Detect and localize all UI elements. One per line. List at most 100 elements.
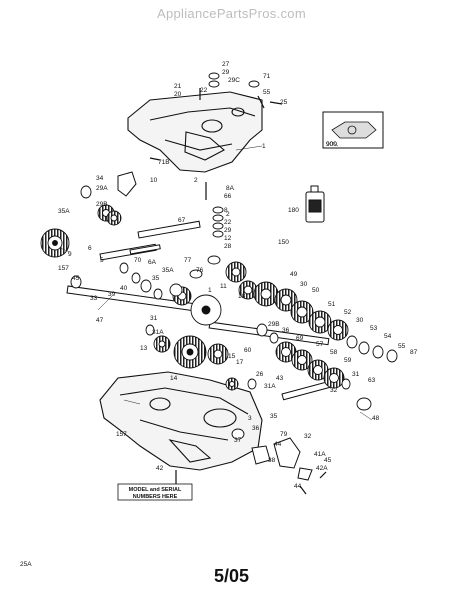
part-label-70: 70 — [134, 257, 142, 264]
part-label-60: 60 — [244, 347, 252, 354]
part-label-47: 47 — [96, 317, 104, 324]
part-label-5: 5 — [100, 257, 104, 264]
part-label-20: 20 — [174, 91, 182, 98]
part-label-10: 10 — [150, 177, 158, 184]
part-label-3: 3 — [248, 415, 252, 422]
part-label-34: 34 — [96, 175, 104, 182]
part-label-29: 29 — [224, 227, 232, 234]
part-label-8: 8 — [224, 207, 228, 214]
part-label-40: 40 — [120, 285, 128, 292]
part-label-900: 900 — [326, 141, 337, 148]
part-label-39: 39 — [108, 291, 116, 298]
part-label-25: 25 — [280, 99, 288, 106]
note-line-1: MODEL and SERIAL — [129, 487, 182, 493]
part-label-26: 26 — [256, 371, 264, 378]
part-label-35A: 35A — [58, 208, 70, 215]
inset-label: 900 — [326, 141, 337, 148]
part-label-6A: 6A — [148, 259, 157, 266]
part-label-29B: 29B — [268, 321, 280, 328]
part-label-49: 49 — [290, 271, 298, 278]
part-label-13: 13 — [140, 345, 148, 352]
part-label-79: 79 — [280, 431, 288, 438]
part-label-6: 6 — [88, 245, 92, 252]
part-label-30: 30 — [356, 317, 364, 324]
part-label-48: 48 — [372, 415, 380, 422]
part-label-27: 27 — [222, 61, 230, 68]
part-label-44: 44 — [294, 483, 302, 490]
part-label-11: 11 — [220, 283, 227, 290]
part-label-52: 52 — [344, 309, 352, 316]
part-label-180: 180 — [288, 207, 299, 214]
part-label-69: 69 — [296, 335, 304, 342]
part-label-31: 31 — [352, 371, 360, 378]
part-label-32: 32 — [304, 433, 312, 440]
part-label-44: 44 — [274, 441, 282, 448]
part-label-15: 15 — [228, 353, 236, 360]
part-label-150: 150 — [278, 239, 289, 246]
part-label-35: 35 — [152, 275, 160, 282]
part-label-22: 22 — [200, 87, 208, 94]
inset-assembly-box — [322, 111, 384, 149]
note-line-2: NUMBERS HERE — [133, 494, 178, 500]
part-label-55: 55 — [263, 89, 271, 96]
part-label-35: 35 — [270, 413, 278, 420]
oil-bottle — [305, 185, 325, 223]
lower-housing — [99, 371, 263, 471]
part-label-77: 77 — [184, 257, 192, 264]
part-label-63: 63 — [368, 377, 376, 384]
part-label-29A: 29A — [96, 185, 108, 192]
part-label-53: 53 — [370, 325, 378, 332]
watermark: AppliancePartsPros.com — [157, 6, 306, 21]
part-label-43: 43 — [276, 375, 284, 382]
part-label-51: 51 — [328, 301, 336, 308]
part-label-50: 50 — [312, 287, 320, 294]
part-label-42A: 42A — [316, 465, 328, 472]
part-label-157: 157 — [116, 431, 127, 438]
part-label-66: 66 — [224, 193, 232, 200]
part-label-25A: 25A — [20, 561, 32, 568]
part-label-67: 67 — [178, 217, 186, 224]
part-label-54: 54 — [384, 333, 392, 340]
part-label-29: 29 — [222, 69, 230, 76]
part-label-35A: 35A — [162, 267, 174, 274]
part-label-28: 28 — [224, 243, 232, 250]
part-label-55: 55 — [398, 343, 406, 350]
part-label-157: 157 — [58, 265, 69, 272]
part-label-76: 76 — [196, 267, 204, 274]
part-label-31A: 31A — [264, 383, 276, 390]
part-label-59: 59 — [344, 357, 352, 364]
part-label-45: 45 — [324, 457, 332, 464]
part-label-57: 57 — [316, 341, 324, 348]
part-label-22: 22 — [224, 219, 232, 226]
part-label-58: 58 — [330, 349, 338, 356]
part-label-8A: 8A — [226, 185, 235, 192]
part-label-14: 14 — [170, 375, 178, 382]
part-label-41A: 41A — [314, 451, 326, 458]
part-label-2: 2 — [194, 177, 198, 184]
part-label-38: 38 — [268, 457, 276, 464]
revision-date: 5/05 — [213, 566, 250, 586]
part-label-17: 17 — [236, 359, 244, 366]
part-label-71B: 71B — [158, 159, 170, 166]
part-label-29B: 29B — [96, 201, 108, 208]
part-label-18: 18 — [238, 293, 246, 300]
part-label-45: 45 — [72, 275, 80, 282]
bolts-and-pins — [149, 88, 327, 495]
gears — [40, 204, 349, 391]
part-label-36: 36 — [252, 425, 260, 432]
part-label-9: 9 — [68, 251, 72, 258]
model-serial-note: MODEL and SERIAL NUMBERS HERE — [117, 483, 193, 501]
part-label-32: 32 — [330, 387, 338, 394]
part-label-42: 42 — [156, 465, 164, 472]
part-label-37: 37 — [234, 437, 242, 444]
shafts — [66, 220, 343, 401]
part-label-29C: 29C — [228, 77, 240, 84]
part-label-36: 36 — [282, 327, 290, 334]
part-label-31: 31 — [150, 315, 158, 322]
part-label-87: 87 — [410, 349, 418, 356]
part-label-1: 1 — [262, 143, 266, 150]
part-label-33: 33 — [90, 295, 98, 302]
